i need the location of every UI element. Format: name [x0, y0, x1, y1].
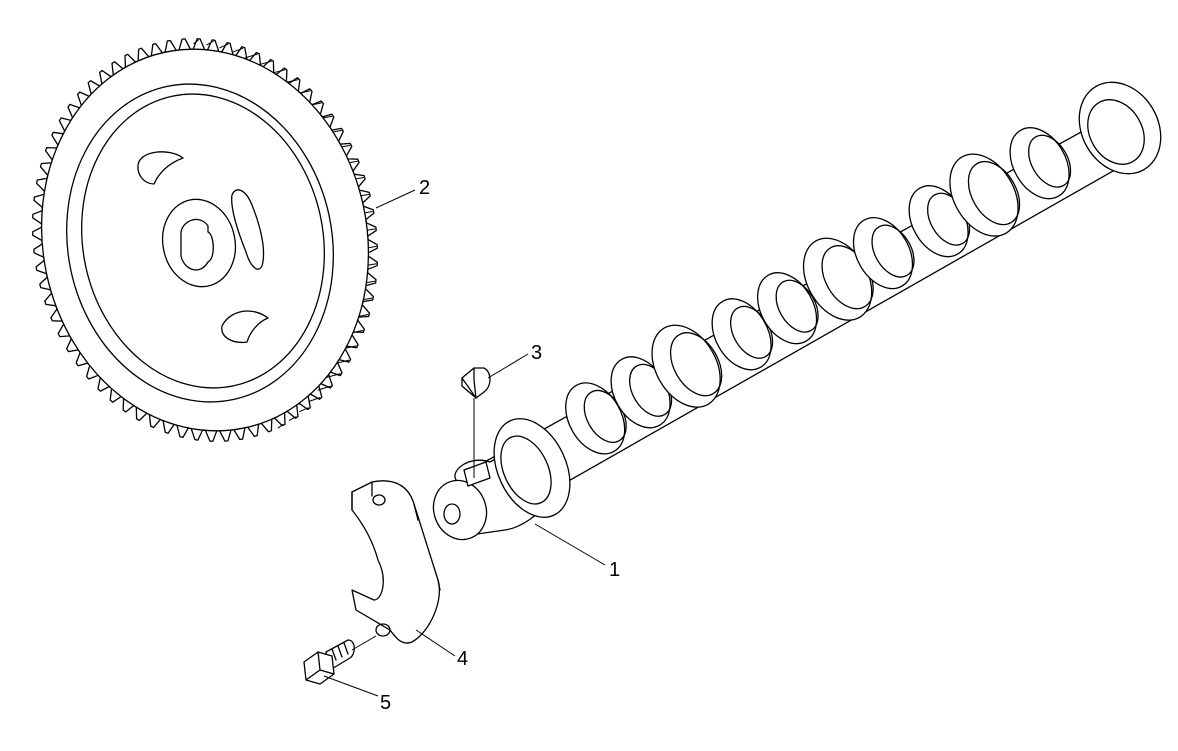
gear-tooth-face [193, 39, 199, 45]
leader-line-2 [375, 189, 416, 209]
leader-line-4 [415, 629, 456, 657]
thrust-plate [351, 480, 441, 644]
gear-tooth-face [206, 40, 214, 46]
gear-tooth-face [244, 53, 258, 59]
callout-label-4: 4 [457, 648, 468, 670]
camshaft-gear [32, 38, 378, 442]
gear-tooth-face [288, 416, 297, 422]
gear-tooth-face [325, 373, 341, 379]
gear-tooth-face [308, 397, 321, 402]
gear-tooth-face [317, 385, 331, 391]
woodruff-key [461, 367, 491, 399]
bolt-alignment-line [351, 635, 377, 651]
gear-tooth-face [232, 47, 244, 53]
bearing-journal [651, 324, 721, 408]
leader-line-3 [487, 353, 529, 379]
cam-lobe [1009, 127, 1070, 200]
gear-tooth-face [219, 43, 229, 49]
cam-lobe [756, 272, 818, 345]
camshaft [432, 81, 1162, 541]
cam-lobe [852, 217, 914, 290]
hex-bolt [303, 639, 355, 685]
callout-label-5: 5 [380, 692, 391, 714]
lobe-face [1027, 134, 1072, 188]
cam-lobes [565, 127, 1072, 455]
lobe-face [871, 224, 915, 278]
lobe-face [669, 332, 723, 397]
leader-line-5 [323, 675, 379, 697]
callout-label-1: 1 [609, 559, 620, 581]
gear-tooth-face [277, 423, 284, 429]
callout-label-3: 3 [531, 342, 542, 364]
leader-line-1 [534, 523, 606, 566]
callout-label-2: 2 [419, 177, 430, 199]
lobe-face [967, 161, 1021, 226]
bearing-journal [949, 153, 1019, 237]
gear-tooth-face [299, 407, 309, 413]
